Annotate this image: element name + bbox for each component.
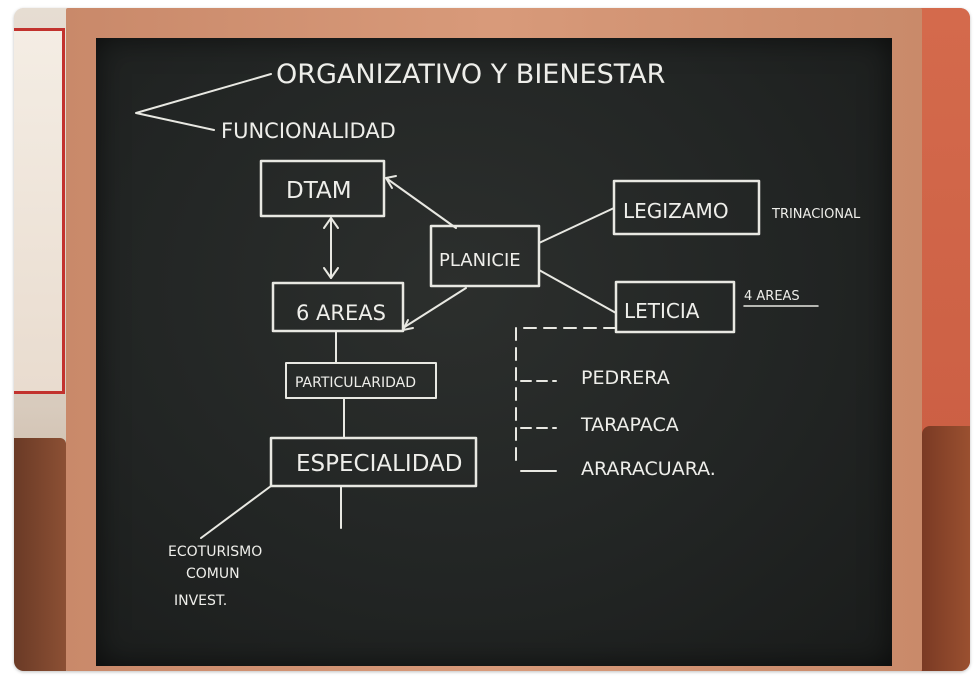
areas-box [271, 281, 405, 333]
especialidad-box [269, 436, 478, 488]
sub-place-tarapaca: TARAPACA [580, 414, 679, 436]
chalk-diagram: ORGANIZATIVO Y BIENESTAR FUNCIONALIDAD D… [135, 59, 861, 609]
left-wall [14, 8, 74, 671]
leticia-box [614, 280, 736, 334]
particularidad-box [285, 362, 437, 399]
dtam-planicie-arrowhead [385, 175, 397, 189]
particularidad-label: PARTICULARIDAD [295, 375, 416, 391]
chair-left [14, 438, 66, 671]
dtam-box [259, 159, 386, 218]
leticia-label: LETICIA [624, 299, 700, 323]
dtam-areas-arrowhead-top [323, 217, 339, 229]
areas-label: 6 AREAS [296, 301, 386, 325]
chair-right [922, 426, 970, 671]
dtam-label: DTAM [286, 178, 352, 204]
planicie-leticia-line [538, 269, 617, 314]
title-bracket [135, 73, 272, 131]
dtam-planicie-arrow [385, 177, 457, 229]
especialidad-items-line [200, 485, 272, 539]
dtam-areas-arrowhead-bottom [323, 267, 339, 279]
board-subtitle: FUNCIONALIDAD [221, 119, 396, 143]
photo: ORGANIZATIVO Y BIENESTAR FUNCIONALIDAD D… [14, 8, 970, 671]
legizamo-label: LEGIZAMO [623, 199, 729, 223]
areas-planicie-arrowhead [402, 319, 414, 331]
wall-poster [14, 28, 65, 394]
planicie-label: PLANICIE [439, 250, 521, 271]
planicie-legizamo-line [538, 207, 615, 244]
especialidad-label: ESPECIALIDAD [296, 451, 462, 477]
areas-planicie-arrow [402, 287, 467, 329]
especialidad-item-comun: COMUN [186, 566, 240, 582]
board-title: ORGANIZATIVO Y BIENESTAR [276, 59, 665, 90]
sub-place-araracuara: ARARACUARA. [581, 458, 716, 480]
legizamo-note: TRINACIONAL [771, 207, 861, 222]
planicie-box [429, 224, 541, 288]
especialidad-item-ecoturismo: ECOTURISMO [168, 544, 262, 560]
sub-place-pedrera: PEDRERA [581, 367, 670, 389]
leticia-note: 4 AREAS [744, 289, 800, 304]
especialidad-item-invest: INVEST. [174, 593, 227, 609]
blackboard [96, 38, 892, 666]
